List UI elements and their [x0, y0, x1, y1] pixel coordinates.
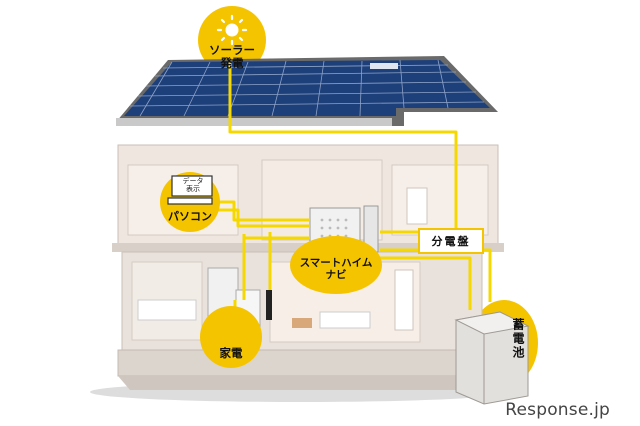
navi-label-line2: ナビ [325, 269, 347, 281]
foundation [117, 349, 487, 377]
pc-screen-line2: 表示 [186, 185, 200, 194]
connection-lines [214, 62, 492, 312]
roof-edge [116, 118, 392, 126]
navi-label-line1: スマートハイム [299, 256, 373, 269]
door-lower [394, 269, 414, 331]
solar-label-line1: ソーラー [209, 43, 255, 57]
foundation-step [118, 376, 486, 390]
keyboard-icon [167, 197, 213, 205]
speaker [266, 290, 272, 320]
upper-room-right [391, 164, 489, 236]
window-upper [406, 187, 428, 225]
pc-screen-line1: データ [182, 177, 204, 185]
battery-label: 蓄電池 [511, 318, 525, 360]
monitor-icon [171, 175, 213, 197]
pc-label: パソコン [168, 210, 212, 223]
navi-callout: スマートハイム ナビ [290, 236, 382, 294]
skylight [370, 63, 398, 69]
pc-screen-text: データ 表示 [174, 177, 212, 193]
battery-top [454, 311, 530, 335]
solar-label: ソーラー 発電 [198, 43, 266, 71]
counter [137, 299, 197, 321]
sun-icon [216, 14, 248, 46]
appliance-callout: 家電 [200, 306, 262, 368]
solar-panel-grid [129, 59, 485, 117]
solar-panel-array [124, 60, 490, 116]
appliance-label: 家電 [219, 345, 243, 360]
solar-label-line2: 発電 [220, 56, 244, 71]
panel-label: 分電盤 [418, 228, 484, 254]
sofa [319, 311, 371, 329]
side-table [292, 318, 312, 328]
watermark: Response.jp [505, 400, 610, 420]
